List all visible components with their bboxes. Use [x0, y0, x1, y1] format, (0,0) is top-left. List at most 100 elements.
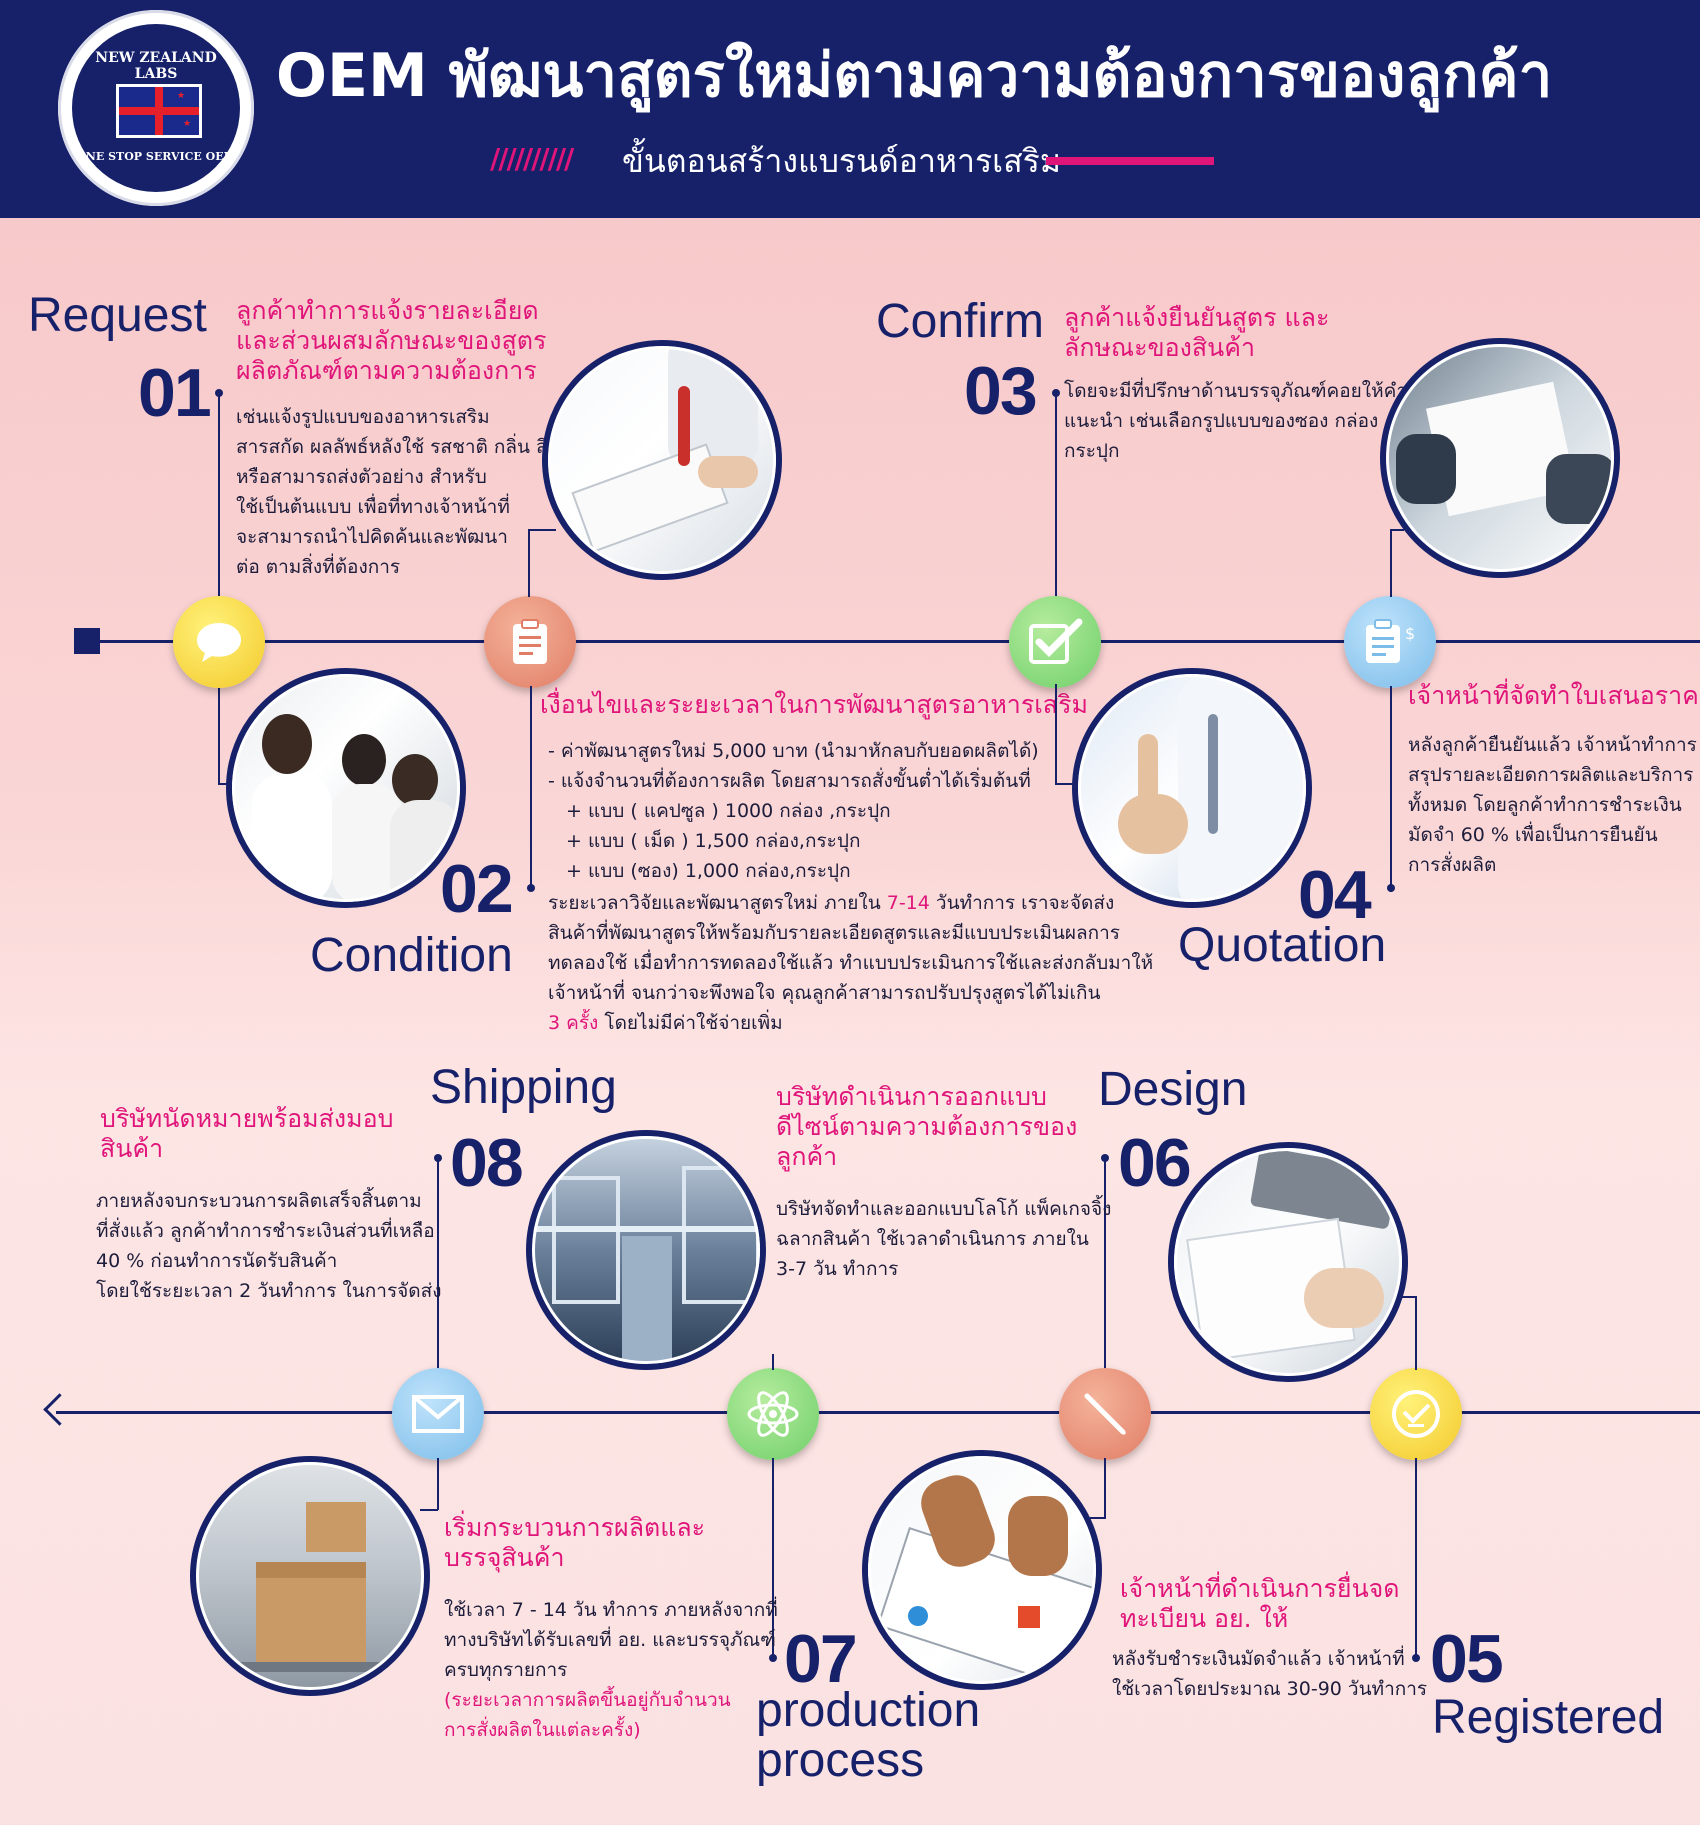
- step-03-connector: [1055, 392, 1057, 598]
- header-banner: [0, 0, 1700, 218]
- step-01-photo-connector-h: [218, 783, 232, 785]
- step-01-connector: [218, 392, 220, 598]
- step-04-heading: เจ้าหน้าที่จัดทำใบเสนอราคา: [1408, 681, 1700, 710]
- step-06-photo-connector: [1104, 1458, 1106, 1518]
- timeline-bottom-line: [56, 1411, 1700, 1414]
- step-08-name: Shipping: [430, 1061, 617, 1114]
- logo-text-bottom: ONE STOP SERVICE OEM: [76, 150, 236, 163]
- step-01-heading: ลูกค้าทำการแจ้งรายละเอียดและส่วนผสมลักษณ…: [236, 296, 547, 385]
- step-07-description: ใช้เวลา 7 - 14 วัน ทำการ ภายหลังจากที่ทา…: [444, 1599, 778, 1741]
- step-07-photo-connector: [772, 1354, 774, 1370]
- step-02-conditions-list: - ค่าพัฒนาสูตรใหม่ 5,000 บาท (นำมาหักลบก…: [548, 740, 1039, 882]
- svg-text:$: $: [1405, 624, 1415, 643]
- step-07-connector: [772, 1458, 774, 1658]
- checkmark-icon: [1029, 618, 1083, 664]
- step-02-photo-doctor-clipboard: [542, 340, 782, 580]
- step-02-name: Condition: [310, 929, 513, 982]
- company-logo: NEW ZEALAND LABS ★ ★ ONE STOP SERVICE OE…: [58, 10, 254, 206]
- atom-icon: [747, 1391, 799, 1437]
- step-02-revisions-highlight: 3 ครั้ง: [548, 1012, 599, 1034]
- step-08-photo-connector: [437, 1458, 439, 1510]
- step-07-connector-dot: [769, 1654, 777, 1662]
- step-01-description: เช่นแจ้งรูปแบบของอาหารเสริมสารสกัด ผลลัพ…: [236, 406, 548, 578]
- step-08-description: ภายหลังจบกระบวนการผลิตเสร็จสิ้นตามที่สั่…: [96, 1190, 442, 1302]
- step-04-photo-connector-h: [1390, 529, 1404, 531]
- registered-check-icon: [1392, 1390, 1440, 1438]
- step-05-connector: [1415, 1458, 1417, 1658]
- step-06-name: Design: [1098, 1063, 1248, 1116]
- step-02-photo-connector: [528, 529, 530, 597]
- step-06-photo-connector-h: [1090, 1517, 1106, 1519]
- step-05-connector-dot: [1412, 1654, 1420, 1662]
- step-04-connector-dot: [1387, 884, 1395, 892]
- step-04-connector: [1390, 686, 1392, 892]
- step-03-node: [1009, 596, 1101, 688]
- step-01-node: [173, 596, 265, 688]
- step-07-note: (ระยะเวลาการผลิตขึ้นอยู่กับจำนวน: [444, 1689, 731, 1711]
- timeline-start-square: [74, 628, 100, 654]
- step-08-heading: บริษัทนัดหมายพร้อมส่งมอบสินค้า: [100, 1104, 394, 1163]
- clipboard-icon: [513, 619, 547, 664]
- step-03-name: Confirm: [876, 295, 1045, 348]
- step-05-photo-writing-form: [1168, 1142, 1408, 1382]
- step-05-name: Registered: [1432, 1691, 1665, 1744]
- step-04-photo-document-handover: [1380, 338, 1620, 578]
- step-06-node: [1059, 1368, 1151, 1460]
- step-04-node: $: [1344, 596, 1436, 688]
- step-05-node: [1370, 1368, 1462, 1460]
- step-03-photo-doctor-touch: [1072, 668, 1312, 908]
- step-05-photo-connector: [1415, 1296, 1417, 1370]
- step-04-number: 04: [1298, 857, 1372, 933]
- step-06-photo-creative-drawing: [862, 1450, 1102, 1690]
- step-03-photo-connector-h: [1055, 783, 1077, 785]
- step-07-photo-factory: [526, 1130, 766, 1370]
- step-08-photo-boxes-conveyor: [190, 1456, 430, 1696]
- step-06-description: บริษัทจัดทำและออกแบบโลโก้ แพ็คเกจจิ้งฉลา…: [776, 1198, 1112, 1280]
- step-02-timeframe-text: ระยะเวลาวิจัยและพัฒนาสูตรใหม่ ภายใน 7-14…: [548, 892, 1154, 1034]
- subtitle-underline: [1046, 157, 1214, 165]
- speech-bubble-icon: [197, 623, 241, 662]
- step-06-heading: บริษัทดำเนินการออกแบบดีไซน์ตามความต้องกา…: [776, 1082, 1078, 1171]
- step-04-name: Quotation: [1178, 919, 1387, 972]
- step-02-photo-connector-h: [528, 529, 556, 531]
- step-04-description: หลังลูกค้ายืนยันแล้ว เจ้าหน้าทำการสรุปรา…: [1408, 734, 1697, 876]
- logo-text-top: NEW ZEALAND LABS: [95, 50, 217, 82]
- subtitle-decoration-slashes: //////////: [490, 142, 574, 175]
- invoice-icon: $: [1366, 619, 1415, 663]
- step-01-name: Request: [28, 289, 207, 342]
- step-05-number: 05: [1430, 1621, 1504, 1697]
- step-03-number: 03: [964, 353, 1038, 429]
- timeline-arrow-left-icon: [43, 1393, 76, 1426]
- step-01-photo-lab-team: [226, 668, 466, 908]
- step-08-connector: [437, 1158, 439, 1370]
- step-07-heading: เริ่มกระบวนการผลิตและบรรจุสินค้า: [444, 1513, 706, 1572]
- step-02-number: 02: [440, 851, 514, 927]
- step-07-node: [727, 1368, 819, 1460]
- step-03-heading: ลูกค้าแจ้งยืนยันสูตร และลักษณะของสินค้า: [1064, 303, 1330, 362]
- page-subtitle: ขั้นตอนสร้างแบรนด์อาหารเสริม: [622, 142, 1061, 180]
- step-06-connector: [1104, 1158, 1106, 1370]
- step-05-description: หลังรับชำระเงินมัดจำแล้ว เจ้าหน้าที่ใช้เ…: [1112, 1648, 1428, 1700]
- step-01-number: 01: [138, 355, 212, 431]
- step-02-connector: [530, 686, 532, 888]
- step-05-heading: เจ้าหน้าที่ดำเนินการยื่นจดทะเบียน อย. ให…: [1120, 1574, 1400, 1633]
- pen-icon: [1084, 1393, 1127, 1436]
- step-02-connector-dot: [527, 884, 535, 892]
- step-02-days-highlight: 7-14: [886, 892, 930, 914]
- step-05-photo-connector-h: [1398, 1296, 1416, 1298]
- step-08-number: 08: [450, 1125, 524, 1201]
- step-03-description: โดยจะมีที่ปรึกษาด้านบรรจุภัณฑ์คอยให้คำแน…: [1064, 380, 1407, 462]
- step-04-photo-connector: [1390, 529, 1392, 597]
- step-02-heading: เงื่อนไขและระยะเวลาในการพัฒนาสูตรอาหารเส…: [540, 690, 1088, 719]
- page-title: OEM พัฒนาสูตรใหม่ตามความต้องการของลูกค้า: [276, 41, 1553, 111]
- step-08-node: [392, 1368, 484, 1460]
- step-07-number: 07: [784, 1621, 858, 1697]
- step-06-number: 06: [1118, 1125, 1192, 1201]
- step-03-photo-connector: [1055, 684, 1057, 784]
- step-02-node: [484, 596, 576, 688]
- envelope-icon: [412, 1395, 464, 1433]
- new-zealand-flag-icon: ★ ★: [116, 84, 202, 138]
- step-08-photo-connector-h: [420, 1509, 438, 1511]
- timeline-top-line: [96, 640, 1700, 643]
